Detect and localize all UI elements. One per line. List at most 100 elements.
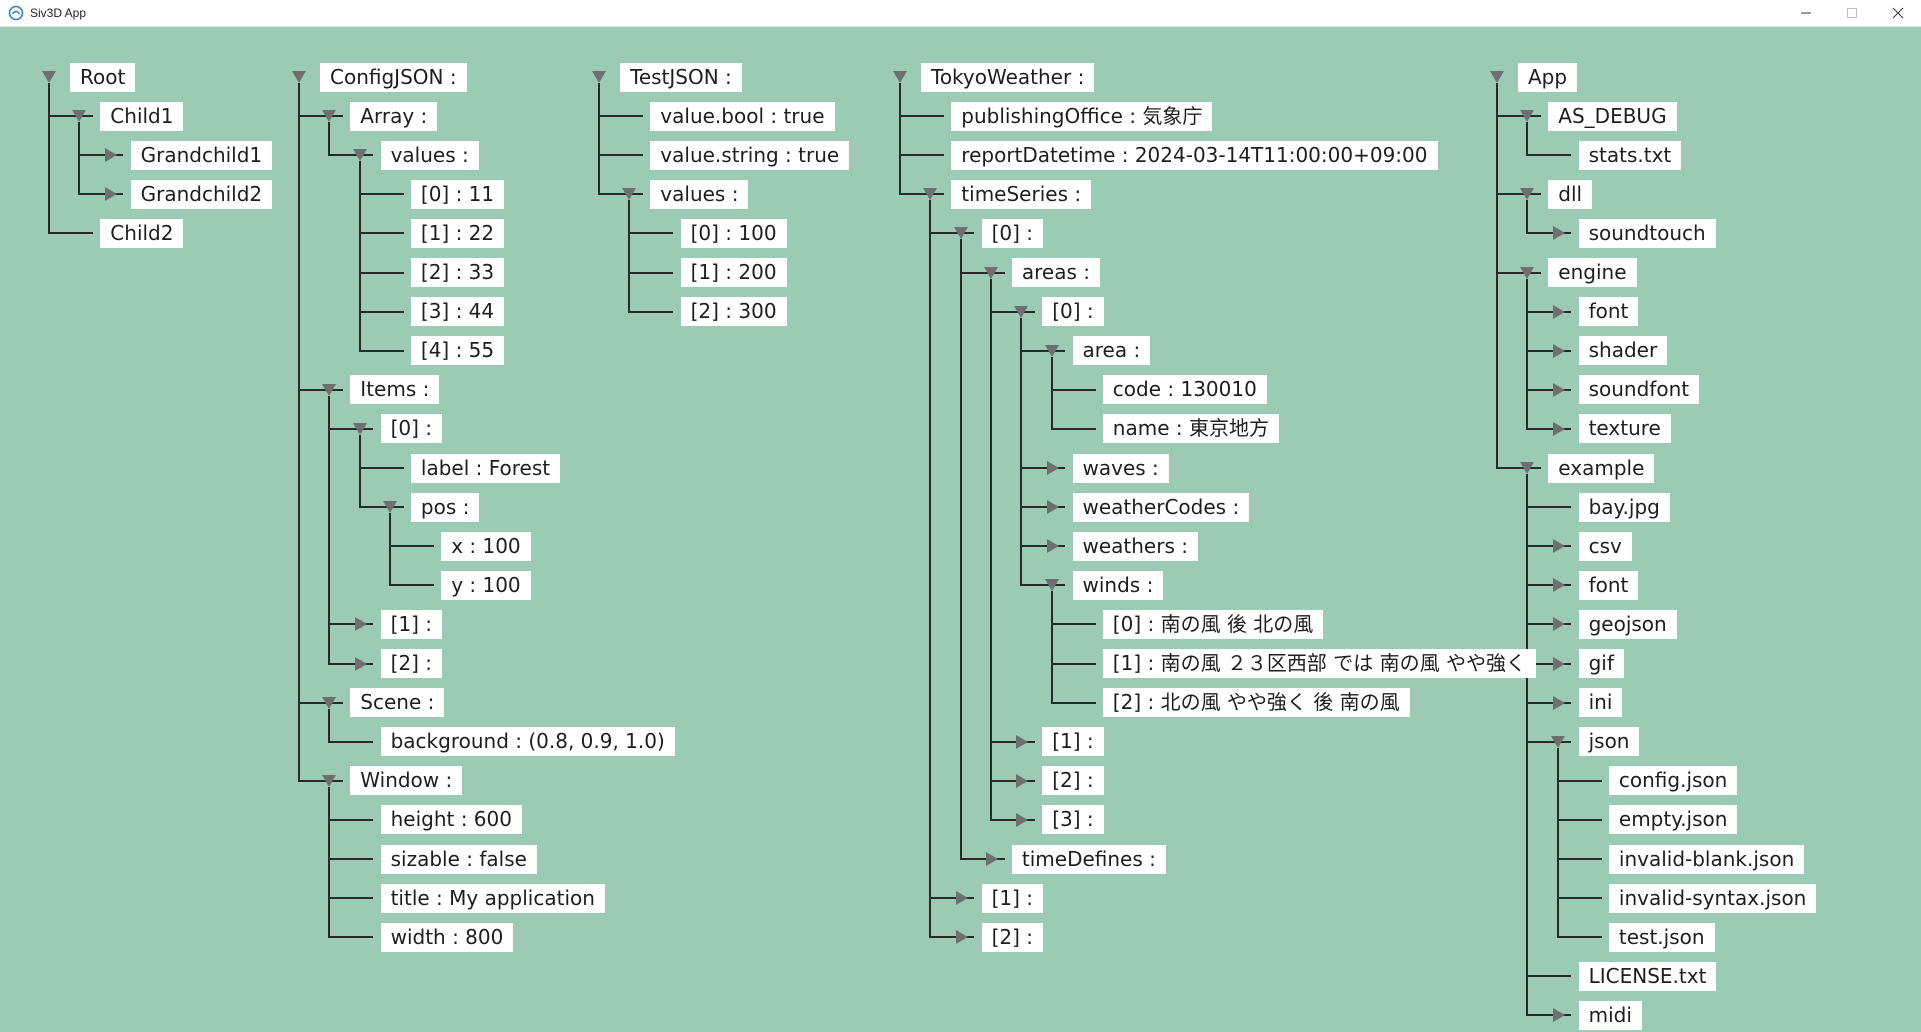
- tree-node-dll[interactable]: dll: [1548, 179, 1593, 209]
- tree-node-root[interactable]: Root: [70, 62, 136, 92]
- tree-node-grandchild2[interactable]: Grandchild2: [130, 179, 273, 209]
- minimize-button[interactable]: [1783, 0, 1829, 26]
- tree-node-4-55[interactable]: [4] : 55: [410, 336, 505, 366]
- expand-1-toggle-icon[interactable]: [354, 617, 367, 632]
- expand-timedefines-toggle-icon[interactable]: [985, 852, 998, 866]
- tree-node-1[interactable]: [1] : 南の風 ２３区西部 では 南の風 やや強く: [1102, 649, 1537, 678]
- collapse-area-toggle-icon[interactable]: [1044, 344, 1059, 357]
- collapse-example-toggle-icon[interactable]: [1520, 462, 1535, 474]
- collapse-0-toggle-icon[interactable]: [953, 227, 968, 240]
- expand-csv-toggle-icon[interactable]: [1552, 539, 1565, 554]
- tree-node-publishingoffice[interactable]: publishingOffice : 気象庁: [951, 101, 1213, 131]
- expand-2-toggle-icon[interactable]: [955, 930, 968, 945]
- expand-weathercodes-toggle-icon[interactable]: [1046, 500, 1059, 515]
- expand-gif-toggle-icon[interactable]: [1552, 656, 1565, 671]
- collapse-testjson-toggle-icon[interactable]: [592, 71, 606, 83]
- expand-geojson-toggle-icon[interactable]: [1552, 617, 1565, 632]
- collapse-child1-toggle-icon[interactable]: [72, 110, 87, 123]
- expand-3-toggle-icon[interactable]: [1016, 812, 1029, 827]
- tree-node-timeseries[interactable]: timeSeries :: [951, 179, 1092, 209]
- expand-soundfont-toggle-icon[interactable]: [1552, 382, 1565, 397]
- tree-node-0[interactable]: [0] :: [1042, 297, 1104, 327]
- expand-font-toggle-icon[interactable]: [1552, 304, 1565, 319]
- tree-node-areas[interactable]: areas :: [1011, 258, 1101, 287]
- collapse-array-toggle-icon[interactable]: [322, 110, 337, 123]
- tree-node-2[interactable]: [2] :: [380, 649, 443, 678]
- tree-node-tokyoweather[interactable]: TokyoWeather :: [921, 62, 1095, 92]
- tree-node-license-txt[interactable]: LICENSE.txt: [1578, 961, 1717, 991]
- tree-node-as-debug[interactable]: AS_DEBUG: [1548, 101, 1677, 131]
- collapse-values-toggle-icon[interactable]: [622, 188, 637, 201]
- tree-node-1[interactable]: [1] :: [981, 883, 1044, 913]
- maximize-button[interactable]: [1829, 0, 1875, 26]
- tree-node-0[interactable]: [0] : 南の風 後 北の風: [1102, 609, 1324, 639]
- tree-node-texture[interactable]: texture: [1578, 414, 1671, 444]
- collapse-winds-toggle-icon[interactable]: [1044, 579, 1059, 592]
- tree-node-0-100[interactable]: [0] : 100: [680, 218, 787, 248]
- collapse-app-toggle-icon[interactable]: [1490, 71, 1504, 83]
- expand-grandchild2-toggle-icon[interactable]: [104, 187, 117, 202]
- collapse-scene-toggle-icon[interactable]: [322, 696, 337, 709]
- tree-node-testjson[interactable]: TestJSON :: [620, 62, 742, 92]
- tree-node-engine[interactable]: engine: [1548, 258, 1637, 287]
- tree-node-0[interactable]: [0] :: [981, 218, 1044, 248]
- tree-node-code-130010[interactable]: code : 130010: [1102, 375, 1267, 405]
- tree-node-csv[interactable]: csv: [1578, 531, 1632, 561]
- tree-node-values[interactable]: values :: [650, 179, 749, 209]
- close-button[interactable]: [1875, 0, 1921, 26]
- tree-node-pos[interactable]: pos :: [410, 492, 480, 522]
- tree-node-soundtouch[interactable]: soundtouch: [1578, 218, 1716, 248]
- expand-midi-toggle-icon[interactable]: [1552, 1008, 1565, 1023]
- expand-1-toggle-icon[interactable]: [1016, 734, 1029, 749]
- collapse-0-toggle-icon[interactable]: [352, 422, 367, 435]
- tree-node-reportdatetime-2024-03-14t11-00-00-09-00[interactable]: reportDatetime : 2024-03-14T11:00:00+09:…: [951, 140, 1438, 170]
- expand-font-toggle-icon[interactable]: [1552, 578, 1565, 593]
- tree-node-weathers[interactable]: weathers :: [1072, 531, 1198, 561]
- expand-weathers-toggle-icon[interactable]: [1046, 539, 1059, 554]
- collapse-window-toggle-icon[interactable]: [322, 774, 337, 787]
- tree-node-winds[interactable]: winds :: [1072, 570, 1164, 600]
- expand-soundtouch-toggle-icon[interactable]: [1552, 226, 1565, 241]
- collapse-configjson-toggle-icon[interactable]: [292, 71, 306, 83]
- expand-1-toggle-icon[interactable]: [955, 891, 968, 906]
- collapse-json-toggle-icon[interactable]: [1550, 735, 1565, 748]
- tree-node-2-300[interactable]: [2] : 300: [680, 297, 787, 327]
- collapse-timeseries-toggle-icon[interactable]: [923, 188, 938, 201]
- tree-node-child1[interactable]: Child1: [100, 101, 184, 131]
- tree-node-ini[interactable]: ini: [1578, 688, 1623, 718]
- tree-node-sizable-false[interactable]: sizable : false: [380, 844, 537, 874]
- collapse-values-toggle-icon[interactable]: [352, 149, 367, 162]
- tree-node-bay-jpg[interactable]: bay.jpg: [1578, 492, 1670, 522]
- tree-node-test-json[interactable]: test.json: [1608, 922, 1715, 952]
- collapse-items-toggle-icon[interactable]: [322, 383, 337, 396]
- tree-node-background-0-8-0-9-1-0[interactable]: background : (0.8, 0.9, 1.0): [380, 727, 675, 757]
- expand-ini-toggle-icon[interactable]: [1552, 695, 1565, 710]
- tree-node-grandchild1[interactable]: Grandchild1: [130, 140, 273, 170]
- tree-node-soundfont[interactable]: soundfont: [1578, 375, 1700, 405]
- tree-node-2[interactable]: [2] : 北の風 やや強く 後 南の風: [1102, 688, 1410, 718]
- tree-node-geojson[interactable]: geojson: [1578, 609, 1677, 639]
- tree-node-empty-json[interactable]: empty.json: [1608, 805, 1738, 835]
- collapse-dll-toggle-icon[interactable]: [1520, 188, 1535, 201]
- tree-node-name[interactable]: name : 東京地方: [1102, 414, 1279, 444]
- tree-node-width-800[interactable]: width : 800: [380, 922, 514, 952]
- tree-node-json[interactable]: json: [1578, 727, 1640, 757]
- tree-node-shader[interactable]: shader: [1578, 336, 1668, 366]
- tree-node-2[interactable]: [2] :: [981, 922, 1044, 952]
- tree-node-value-string-true[interactable]: value.string : true: [650, 140, 850, 170]
- tree-node-2-33[interactable]: [2] : 33: [410, 258, 505, 287]
- tree-node-weathercodes[interactable]: weatherCodes :: [1072, 492, 1250, 522]
- tree-node-timedefines[interactable]: timeDefines :: [1011, 844, 1166, 874]
- tree-node-app[interactable]: App: [1518, 62, 1578, 92]
- tree-node-gif[interactable]: gif: [1578, 649, 1624, 678]
- expand-2-toggle-icon[interactable]: [1016, 773, 1029, 788]
- tree-node-window[interactable]: Window :: [350, 766, 463, 796]
- tree-node-0-11[interactable]: [0] : 11: [410, 179, 505, 209]
- tree-node-1-200[interactable]: [1] : 200: [680, 258, 787, 287]
- tree-node-3[interactable]: [3] :: [1042, 805, 1104, 835]
- tree-node-1-22[interactable]: [1] : 22: [410, 218, 505, 248]
- tree-node-font[interactable]: font: [1578, 297, 1639, 327]
- collapse-0-toggle-icon[interactable]: [1014, 305, 1029, 318]
- tree-node-child2[interactable]: Child2: [100, 218, 184, 248]
- tree-node-midi[interactable]: midi: [1578, 1000, 1642, 1030]
